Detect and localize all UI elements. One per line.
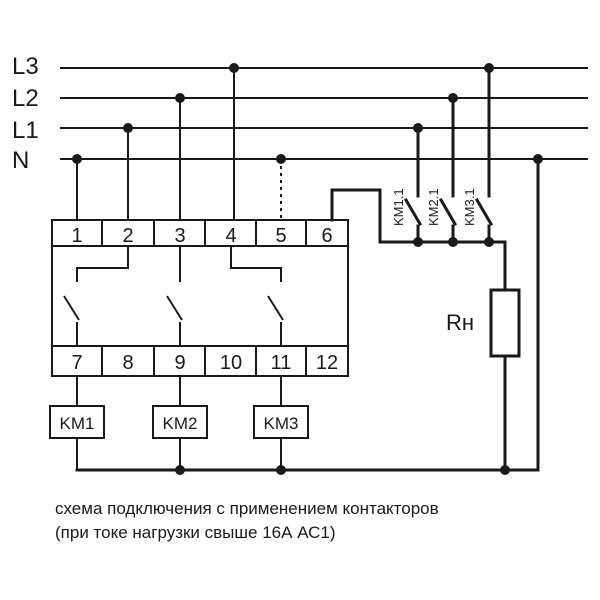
coil-km3 <box>253 405 309 439</box>
terminal-4: 4 <box>225 225 236 247</box>
junction-dots <box>72 63 543 475</box>
bus-label-n: N <box>12 147 29 174</box>
terminal-3: 3 <box>174 225 185 247</box>
coil-label-km3: KM3 <box>264 414 299 433</box>
coil-km1 <box>49 405 105 439</box>
terminal-9: 9 <box>174 352 185 374</box>
supply-wires <box>76 68 282 220</box>
terminal-7: 7 <box>71 352 82 374</box>
contact-label-km2: KM2.1 <box>426 188 441 226</box>
terminal-11: 11 <box>271 352 292 374</box>
caption-line-1: схема подключения с применением контакто… <box>55 499 439 518</box>
terminal-1: 1 <box>71 225 82 247</box>
internal-relay-contacts <box>63 246 284 346</box>
contact-label-km1: KM1.1 <box>391 188 406 226</box>
load-label: Rн <box>446 310 474 335</box>
contactor-contacts <box>403 66 494 244</box>
terminal-separators <box>101 220 307 376</box>
load-feed-wire <box>488 240 507 292</box>
caption-line-2: (при токе нагрузки свыше 16А АС1) <box>55 523 336 542</box>
terminal-6: 6 <box>321 225 332 247</box>
relay-body <box>51 219 349 377</box>
bus-label-l2: L2 <box>12 85 39 112</box>
terminal-5: 5 <box>275 225 286 247</box>
coil-label-km2: KM2 <box>163 414 198 433</box>
terminal-8: 8 <box>122 352 133 374</box>
bus-label-l1: L1 <box>12 117 39 144</box>
contact-label-km3: KM3.1 <box>462 188 477 226</box>
coil-km2 <box>152 405 208 439</box>
load-resistor <box>489 288 521 358</box>
terminal-10: 10 <box>220 352 242 374</box>
coil-label-km1: KM1 <box>60 414 95 433</box>
terminal-2: 2 <box>122 225 133 247</box>
bus-label-l3: L3 <box>12 53 39 80</box>
terminal-12: 12 <box>316 352 338 374</box>
